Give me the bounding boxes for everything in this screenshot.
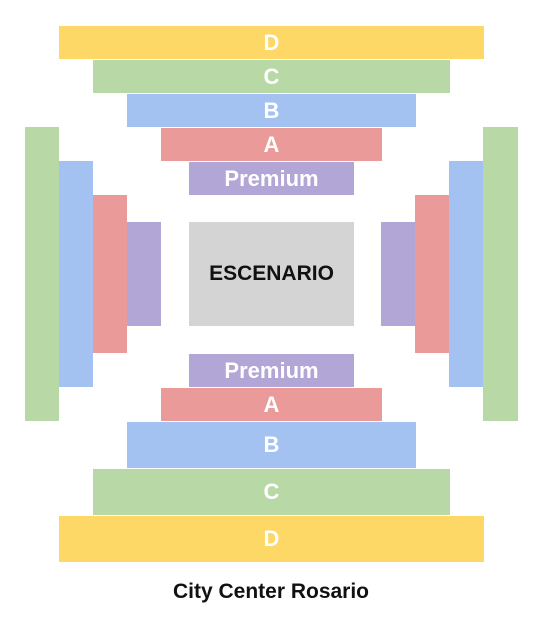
section-d-top[interactable]: D	[59, 26, 484, 59]
section-d-bottom[interactable]: D	[59, 516, 484, 562]
section-a-bottom[interactable]: A	[161, 388, 382, 421]
section-label: D	[263, 526, 280, 551]
section-a-top[interactable]: A	[161, 128, 382, 161]
section-label: Premium	[224, 357, 319, 383]
stage: ESCENARIO	[189, 222, 354, 326]
section-premium-right[interactable]	[381, 222, 415, 326]
section-label: Premium	[224, 165, 319, 191]
section-label: D	[263, 29, 280, 55]
section-label: C	[263, 479, 280, 504]
section-b-left[interactable]	[59, 161, 93, 387]
section-label: C	[263, 63, 280, 89]
section-label: A	[263, 131, 280, 157]
section-b-right[interactable]	[449, 161, 483, 387]
section-a-left[interactable]	[93, 195, 127, 353]
stage-label: ESCENARIO	[209, 262, 334, 285]
section-label: B	[263, 97, 280, 123]
section-label: B	[263, 432, 280, 457]
section-c-top[interactable]: C	[93, 60, 450, 93]
section-c-right[interactable]	[483, 127, 518, 421]
section-premium-bottom[interactable]: Premium	[189, 354, 354, 387]
venue-name: City Center Rosario	[172, 580, 370, 603]
section-b-bottom[interactable]: B	[127, 422, 416, 468]
section-c-bottom[interactable]: C	[93, 469, 450, 515]
section-premium-top[interactable]: Premium	[189, 162, 354, 195]
section-a-right[interactable]	[415, 195, 449, 353]
section-b-top[interactable]: B	[127, 94, 416, 127]
section-c-left[interactable]	[25, 127, 59, 421]
section-premium-left[interactable]	[127, 222, 161, 326]
section-label: A	[263, 391, 280, 417]
